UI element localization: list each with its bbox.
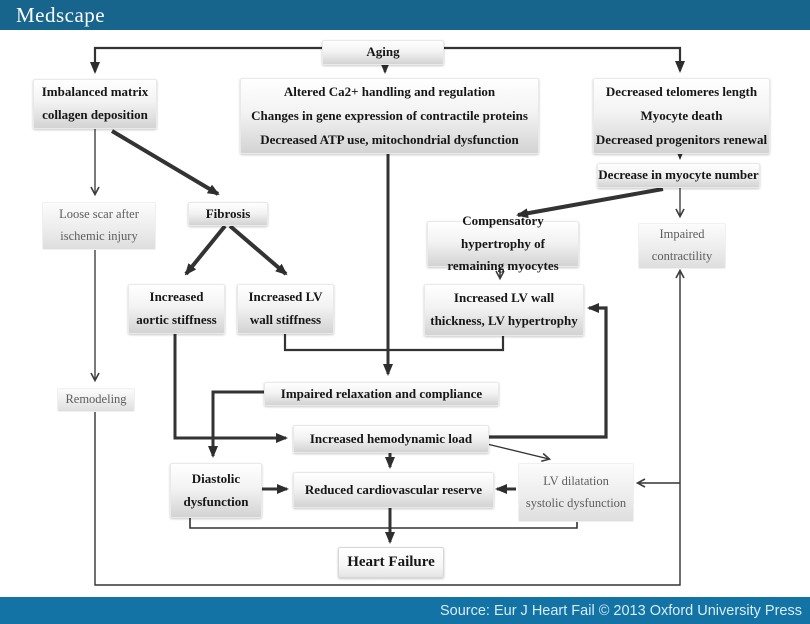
node-aging: Aging [322, 40, 444, 65]
node-increased-lv-wall-thickness: Increased LV wall thickness, LV hypertro… [424, 284, 584, 336]
node-lv-dilatation: LV dilatation systolic dysfunction [518, 463, 634, 522]
node-compensatory-hypertrophy: Compensatory hypertrophy of remaining my… [427, 213, 579, 273]
source-attribution: Source: Eur J Heart Fail © 2013 Oxford U… [439, 602, 802, 619]
node-diastolic-dysfunction: Diastolic dysfunction [170, 463, 262, 518]
node-impaired-relaxation: Impaired relaxation and compliance [264, 382, 499, 406]
node-reduced-cardiovascular-reserve: Reduced cardiovascular reserve [293, 472, 494, 508]
node-decreased-telomeres: Decreased telomeres length Myocyte death… [593, 78, 770, 154]
node-increased-lv-wall-stiffness: Increased LV wall stiffness [237, 284, 334, 334]
header-bar: Medscape [0, 0, 810, 30]
node-loose-scar: Loose scar after ischemic injury [42, 202, 156, 250]
node-remodeling: Remodeling [57, 388, 135, 412]
footer-bar: Source: Eur J Heart Fail © 2013 Oxford U… [0, 597, 810, 624]
node-decrease-myocyte-number: Decrease in myocyte number [597, 163, 760, 188]
node-increased-hemodynamic-load: Increased hemodynamic load [293, 425, 489, 453]
node-imbalanced-matrix: Imbalanced matrix collagen deposition [33, 79, 157, 129]
node-altered-ca-handling: Altered Ca2+ handling and regulation Cha… [240, 78, 539, 154]
node-fibrosis: Fibrosis [188, 202, 268, 226]
node-impaired-contractility: Impaired contractility [638, 223, 726, 269]
node-increased-aortic-stiffness: Increased aortic stiffness [128, 284, 225, 334]
node-heart-failure: Heart Failure [338, 547, 444, 578]
medscape-logo: Medscape [16, 2, 106, 27]
